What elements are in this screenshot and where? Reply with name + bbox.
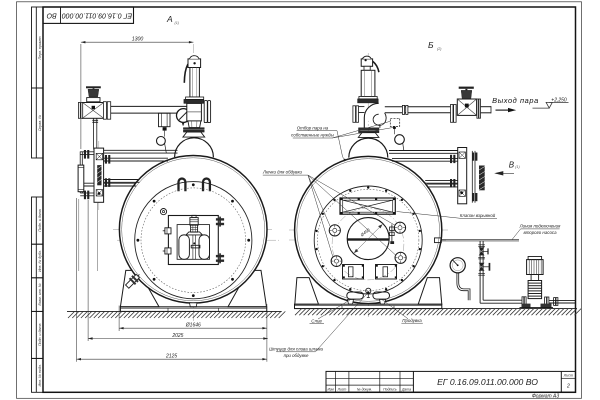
svg-text:Слив: Слив — [311, 318, 322, 323]
svg-text:2025: 2025 — [171, 333, 183, 339]
svg-text:Клапан взрывной: Клапан взрывной — [460, 213, 496, 218]
svg-text:Формат А3: Формат А3 — [532, 393, 560, 399]
svg-text:Лист: Лист — [563, 374, 573, 378]
svg-text:Подпись: Подпись — [383, 387, 397, 391]
svg-text:Штуцер для слива шлама: Штуцер для слива шлама — [269, 347, 323, 352]
svg-text:собственные нужды: собственные нужды — [291, 133, 334, 138]
svg-text:при обдувке: при обдувке — [284, 353, 309, 358]
svg-text:Отбор пара на: Отбор пара на — [297, 125, 329, 130]
svg-text:ЕГ 0.16.09.011.00.000: ЕГ 0.16.09.011.00.000 — [62, 12, 132, 19]
svg-text:ВО: ВО — [46, 12, 57, 19]
svg-text:Б: Б — [428, 40, 434, 50]
svg-text:Выход пара: Выход пара — [492, 96, 539, 105]
svg-text:Лючки для обдувки: Лючки для обдувки — [262, 170, 302, 175]
svg-text:Изм: Изм — [327, 387, 334, 391]
svg-text:Инв. № подл.: Инв. № подл. — [38, 364, 42, 386]
svg-text:(1): (1) — [175, 21, 179, 25]
svg-text:(1): (1) — [515, 165, 519, 169]
svg-text:1300: 1300 — [132, 37, 144, 43]
svg-text:Линия подключения: Линия подключения — [519, 224, 561, 229]
svg-text:Подп. и дата: Подп. и дата — [38, 209, 42, 232]
svg-text:+2,250: +2,250 — [551, 97, 567, 103]
svg-text:Перв. примен.: Перв. примен. — [38, 36, 42, 60]
svg-text:Взам. инв. №: Взам. инв. № — [38, 283, 42, 305]
svg-text:2125: 2125 — [165, 354, 177, 360]
svg-text:2: 2 — [566, 384, 570, 390]
svg-text:второго насоса: второго насоса — [523, 230, 557, 235]
svg-text:Справ. №: Справ. № — [38, 115, 42, 131]
svg-text:Продувка: Продувка — [402, 318, 422, 323]
svg-text:Инв. № дубл.: Инв. № дубл. — [38, 250, 42, 272]
svg-text:А: А — [166, 14, 173, 24]
svg-text:В: В — [509, 161, 515, 170]
svg-text:(2): (2) — [437, 47, 441, 51]
svg-text:Ø1646: Ø1646 — [185, 323, 201, 329]
svg-text:Ø450: Ø450 — [359, 227, 372, 238]
svg-text:Подп. и дата: Подп. и дата — [38, 324, 42, 347]
svg-text:ЕГ 0.16.09.011.00.000 ВО: ЕГ 0.16.09.011.00.000 ВО — [437, 377, 538, 387]
svg-text:Дата: Дата — [401, 387, 411, 391]
svg-text:№ докум.: № докум. — [357, 387, 372, 391]
svg-text:Лист: Лист — [337, 387, 347, 391]
